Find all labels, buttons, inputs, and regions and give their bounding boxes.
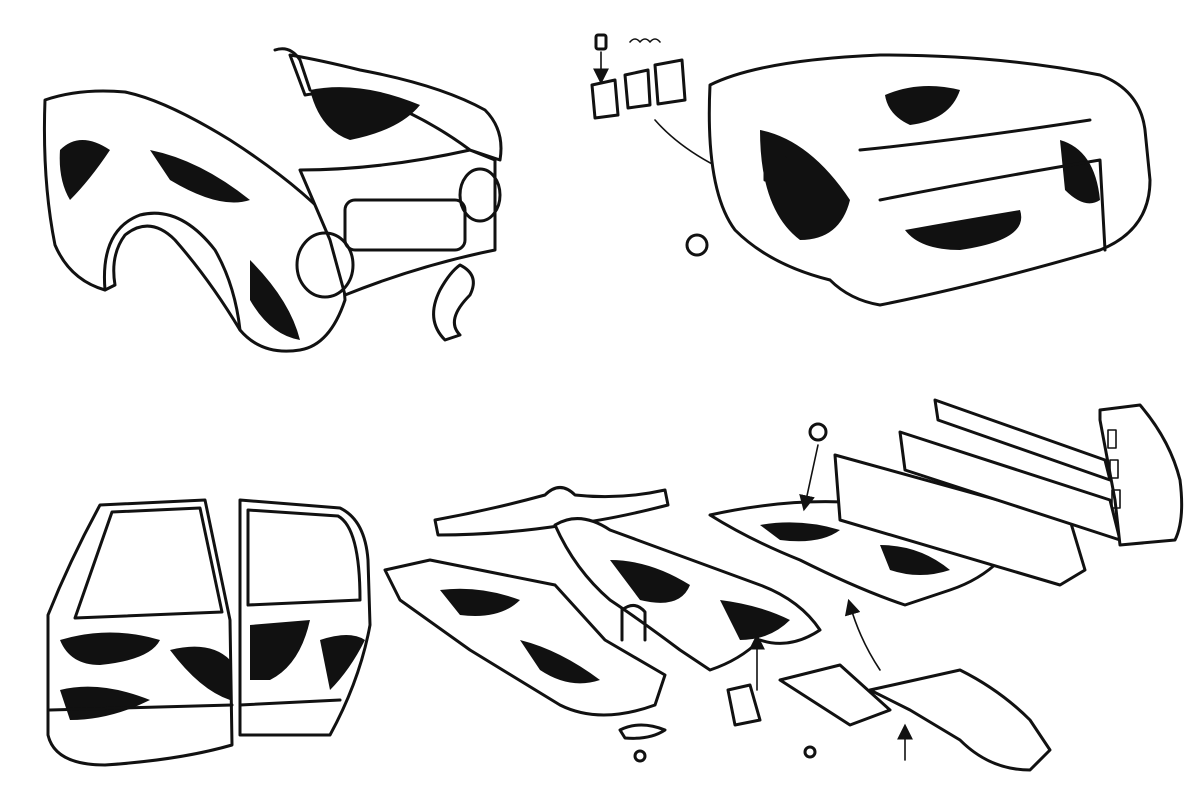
rear-floor-shading [760, 522, 950, 575]
headlight-mount-bracket [432, 263, 475, 342]
front-door-window-frame [246, 508, 362, 607]
pillar-slots [1107, 429, 1121, 509]
doors-assembly [46, 498, 372, 767]
boot-floor-edge [858, 118, 1092, 152]
jacking-pad [778, 663, 892, 727]
rear-door-belt-line [48, 703, 234, 712]
front-chassis-rail [868, 668, 1052, 772]
filler-cap [594, 33, 608, 51]
rear-door [46, 498, 234, 767]
arrow-rail [844, 598, 881, 671]
floor-assembly [383, 398, 1184, 772]
floor-grommet [808, 422, 828, 442]
filler-gasket [623, 68, 652, 110]
strut-arm [273, 47, 312, 92]
rear-end-assembly [590, 33, 1152, 307]
front-end-assembly [42, 47, 503, 353]
fender-shading [59, 140, 300, 340]
bolt [633, 749, 647, 763]
front-panel [298, 148, 497, 297]
headlight-bowl-right [458, 167, 502, 223]
rear-door-window-frame [73, 506, 224, 620]
rubber-grommet [685, 233, 709, 257]
grille-opening [343, 198, 467, 252]
rear-shell-shading [760, 86, 1100, 250]
front-door-belt-line [238, 698, 342, 707]
filler-housing [653, 58, 687, 106]
b-pillar [1098, 403, 1184, 547]
gusset-plate [618, 723, 667, 740]
front-left-fender [42, 89, 347, 353]
u-bracket [620, 604, 647, 642]
rear-body-shell [707, 53, 1152, 307]
filler-recess [763, 156, 787, 182]
tunnel-shading [610, 560, 790, 640]
arrow-grommet [799, 444, 819, 512]
front-door [238, 498, 372, 737]
headlight-bowl-left [295, 231, 355, 299]
wheel-arch-front [102, 211, 242, 332]
inner-wing-shading [310, 87, 420, 140]
rear-panel [878, 158, 1107, 252]
mount-bracket [726, 683, 762, 727]
bolt [803, 745, 817, 759]
rear-door-shading [60, 632, 230, 720]
front-floor-pan-shading [440, 588, 600, 684]
front-door-shading [250, 620, 365, 690]
filler-spring [629, 38, 661, 43]
front-crossmember [433, 486, 670, 537]
filler-flap [590, 78, 620, 120]
